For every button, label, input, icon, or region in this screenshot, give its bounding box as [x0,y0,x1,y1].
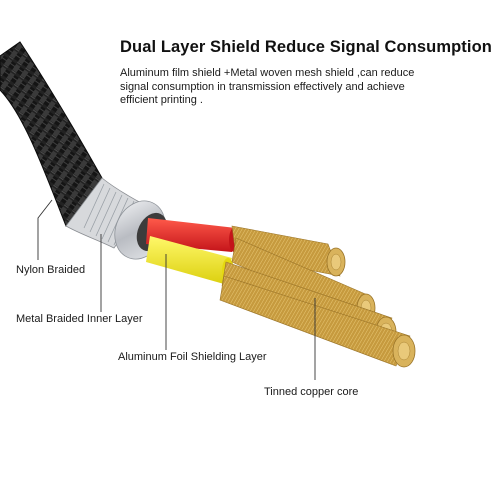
label-aluminum-foil-shielding-layer: Aluminum Foil Shielding Layer [118,351,267,363]
metal-mesh-texture [83,183,135,246]
description-line-1: Aluminum film shield +Metal woven mesh s… [120,67,415,79]
label-nylon-braided: Nylon Braided [16,264,86,276]
label-tinned-copper-core: Tinned copper core [264,386,359,398]
copper-strand-1-core [330,253,342,271]
description: Aluminum film shield +Metal woven mesh s… [120,67,460,108]
page-title: Dual Layer Shield Reduce Signal Consumpt… [120,38,492,56]
label-metal-braided-inner-layer: Metal Braided Inner Layer [16,313,143,325]
description-line-3: efficient printing . [120,94,203,106]
copper-strand-4-core [397,341,411,361]
description-line-2: signal consumption in transmission effec… [120,80,405,93]
yellow-insulation [146,236,232,284]
nylon-leader-line [37,199,53,260]
